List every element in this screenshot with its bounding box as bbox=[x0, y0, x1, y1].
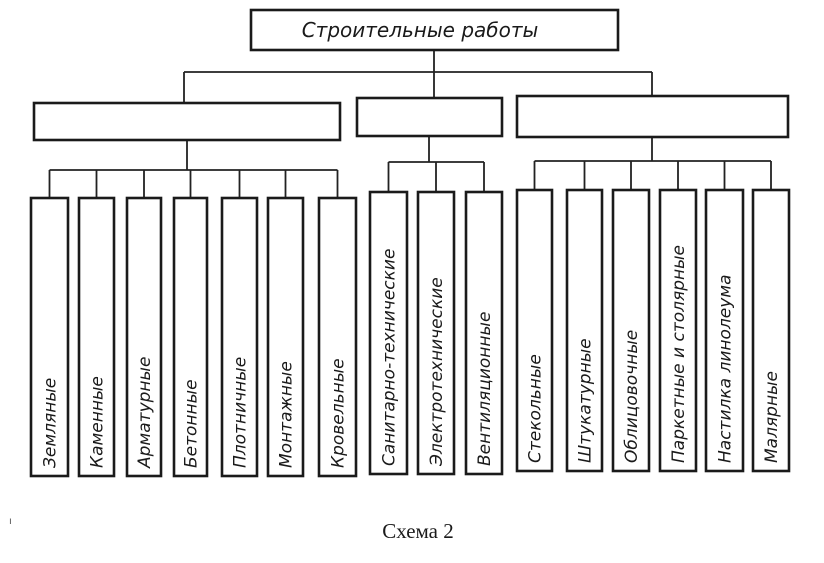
leaf-box bbox=[172, 196, 209, 478]
leaf-node: Арматурные bbox=[125, 196, 163, 478]
leaf-label: Кровельные bbox=[329, 358, 349, 468]
leaf-node: Бетонные bbox=[172, 196, 209, 478]
leaf-node: Каменные bbox=[77, 196, 116, 478]
leaf-box bbox=[77, 196, 116, 478]
leaf-box bbox=[368, 190, 409, 476]
group-3-box bbox=[515, 94, 790, 139]
leaf-label: Санитарно-технические bbox=[380, 249, 400, 466]
leaf-node: Электротехнические bbox=[416, 190, 456, 476]
leaf-box bbox=[658, 188, 698, 473]
leaf-box bbox=[125, 196, 163, 478]
leaf-box bbox=[704, 188, 745, 473]
leaf-label: Каменные bbox=[88, 376, 108, 468]
leaf-nodes: Земляные Каменные Арматурные Бетонные Плотни… bbox=[29, 188, 791, 478]
leaf-node: Малярные bbox=[751, 188, 791, 473]
leaf-box bbox=[565, 188, 604, 473]
group-2-box bbox=[355, 96, 504, 138]
group-1-box bbox=[32, 101, 342, 142]
leaf-node: Плотничные bbox=[220, 196, 259, 478]
leaf-label: Настилка линолеума bbox=[716, 274, 736, 463]
leaf-label: Арматурные bbox=[135, 357, 155, 469]
root-node: Строительные работы bbox=[249, 8, 620, 52]
leaf-box bbox=[317, 196, 358, 478]
leaf-node: Паркетные и столярные bbox=[658, 188, 698, 473]
leaf-label: Облицовочные bbox=[622, 330, 642, 463]
leaf-node: Кровельные bbox=[317, 196, 358, 478]
leaf-node: Санитарно-технические bbox=[368, 190, 409, 476]
leaf-box bbox=[515, 188, 554, 473]
group-1 bbox=[32, 101, 342, 142]
leaf-label: Плотничные bbox=[231, 357, 251, 468]
leaf-node: Стекольные bbox=[515, 188, 554, 473]
leaf-label: Вентиляционные bbox=[475, 312, 495, 466]
leaf-box bbox=[29, 196, 70, 478]
leaf-box bbox=[220, 196, 259, 478]
leaf-label: Электротехнические bbox=[427, 277, 447, 467]
leaf-label: Штукатурные bbox=[576, 338, 596, 463]
leaf-node: Облицовочные bbox=[611, 188, 651, 473]
leaf-label: Паркетные и столярные bbox=[669, 245, 689, 463]
leaf-box bbox=[611, 188, 651, 473]
leaf-node: Настилка линолеума bbox=[704, 188, 745, 473]
leaf-box bbox=[751, 188, 791, 473]
leaf-box bbox=[416, 190, 456, 476]
group-2 bbox=[355, 96, 504, 138]
leaf-label: Бетонные bbox=[182, 379, 202, 468]
leaf-label: Монтажные bbox=[277, 361, 297, 468]
leaf-node: Монтажные bbox=[266, 196, 305, 478]
leaf-box bbox=[266, 196, 305, 478]
root-box bbox=[249, 8, 620, 52]
margin-mark: ı bbox=[9, 516, 12, 527]
leaf-label: Земляные bbox=[41, 378, 61, 468]
root-label: Строительные работы bbox=[302, 18, 539, 42]
group-3 bbox=[515, 94, 790, 139]
leaf-box bbox=[464, 190, 504, 476]
leaf-node: Земляные bbox=[29, 196, 70, 478]
leaf-label: Стекольные bbox=[526, 354, 546, 463]
connector-lines bbox=[48, 50, 772, 198]
leaf-label: Малярные bbox=[762, 371, 782, 463]
leaf-node: Вентиляционные bbox=[464, 190, 504, 476]
caption: Схема 2 bbox=[382, 519, 454, 543]
leaf-node: Штукатурные bbox=[565, 188, 604, 473]
